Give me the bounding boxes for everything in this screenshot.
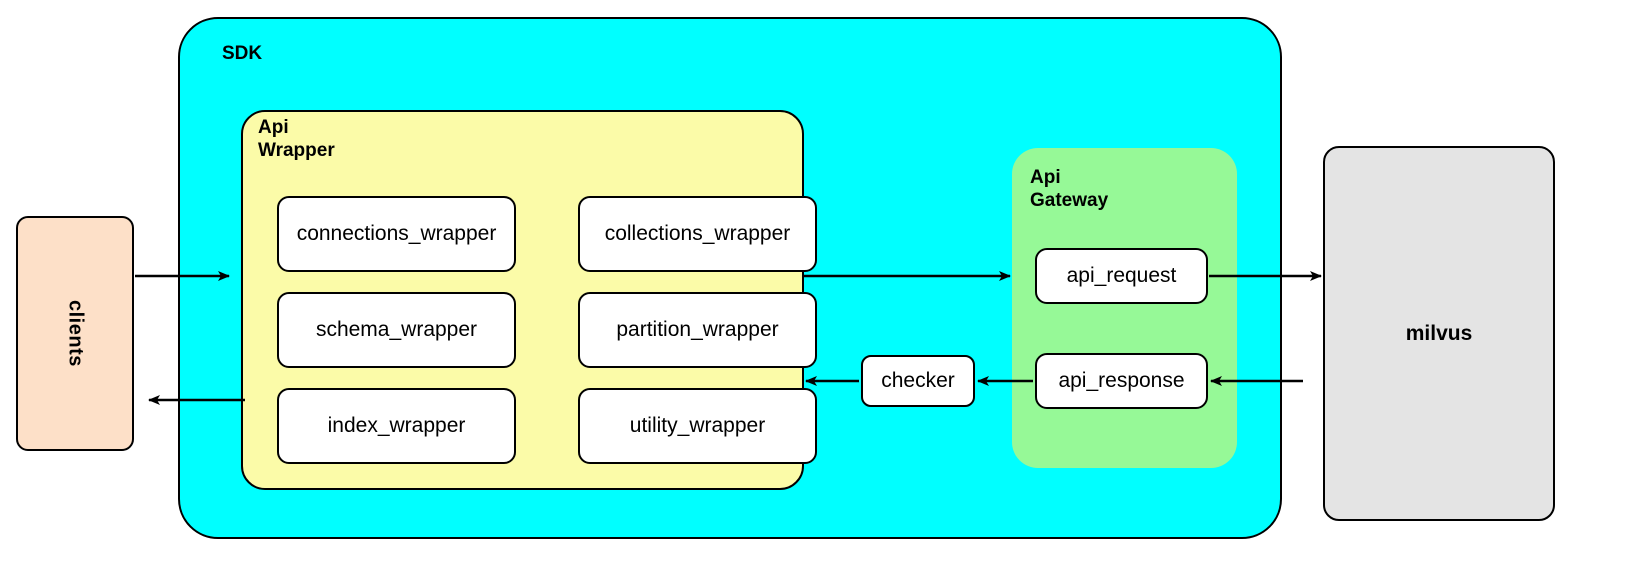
api-gateway-label: Api Gateway: [1030, 167, 1109, 212]
api-wrapper-label: Api Wrapper: [258, 117, 335, 162]
module-label: index_wrapper: [327, 414, 466, 437]
module-partition-wrapper[interactable]: partition_wrapper: [578, 292, 817, 368]
module-label: partition_wrapper: [616, 318, 779, 341]
module-collections-wrapper[interactable]: collections_wrapper: [578, 196, 817, 272]
sdk-label: SDK: [222, 43, 263, 64]
module-index-wrapper[interactable]: index_wrapper: [277, 388, 516, 464]
clients-box[interactable]: clients: [16, 216, 134, 451]
module-label: collections_wrapper: [604, 222, 791, 245]
milvus-label: milvus: [1405, 321, 1473, 345]
module-label: connections_wrapper: [296, 222, 497, 245]
module-api-request[interactable]: api_request: [1035, 248, 1208, 304]
module-schema-wrapper[interactable]: schema_wrapper: [277, 292, 516, 368]
module-label: schema_wrapper: [315, 318, 478, 341]
module-utility-wrapper[interactable]: utility_wrapper: [578, 388, 817, 464]
module-connections-wrapper[interactable]: connections_wrapper: [277, 196, 516, 272]
checker-box[interactable]: checker: [861, 355, 975, 407]
checker-label: checker: [881, 369, 955, 392]
clients-label: clients: [64, 300, 87, 367]
milvus-box[interactable]: milvus: [1323, 146, 1555, 521]
api-gateway-container: [1012, 148, 1237, 468]
module-api-response[interactable]: api_response: [1035, 353, 1208, 409]
module-label: utility_wrapper: [629, 414, 766, 437]
module-label: api_response: [1058, 369, 1185, 392]
module-label: api_request: [1066, 264, 1177, 287]
